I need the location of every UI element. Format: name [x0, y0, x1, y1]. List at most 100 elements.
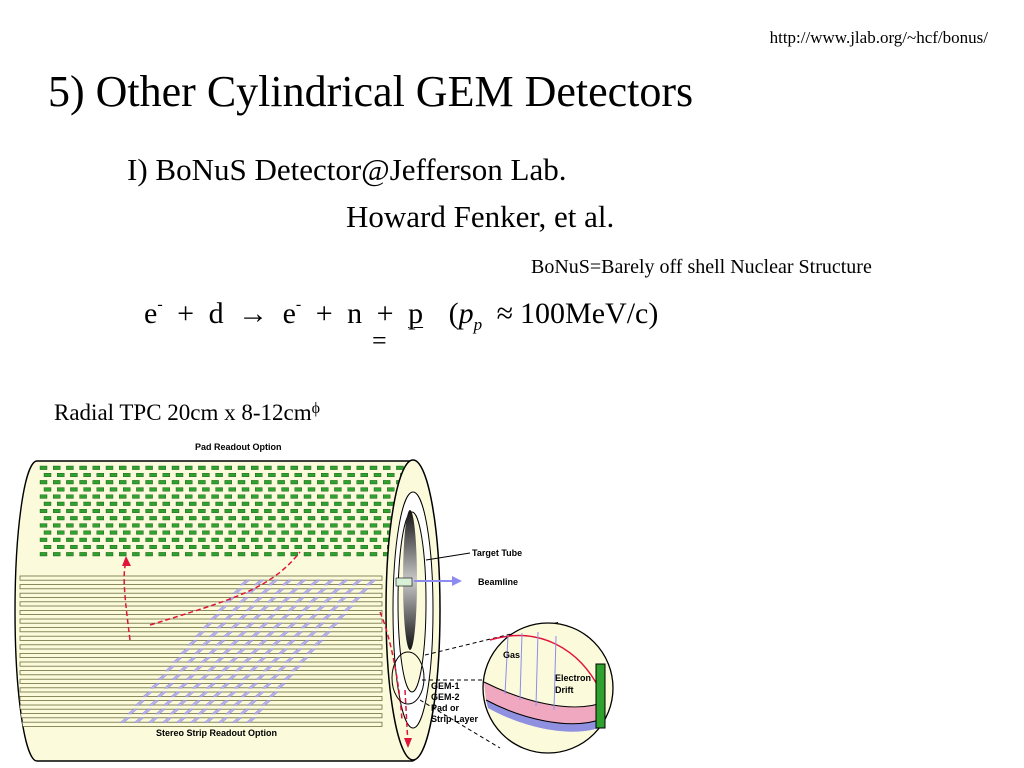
eq-electron-in-charge: - — [157, 296, 163, 313]
pad-cell — [43, 487, 52, 492]
pad-cell — [96, 516, 105, 521]
pad-cell — [241, 530, 250, 535]
pad-cell — [184, 523, 193, 528]
pad-cell — [307, 487, 316, 492]
pad-cell — [132, 465, 140, 470]
stereo-strip-mark — [305, 648, 317, 654]
pad-cell — [224, 480, 233, 485]
stereo-strip-mark — [261, 683, 273, 689]
pad-cell — [66, 552, 74, 557]
pad-cell — [53, 480, 61, 485]
pad-cell — [250, 480, 259, 485]
pad-cell — [360, 501, 368, 506]
pad-cell — [383, 480, 391, 485]
pad-cell — [92, 552, 101, 557]
pad-cell — [70, 501, 78, 506]
pad-cell — [162, 487, 171, 492]
pad-cell — [118, 552, 127, 557]
stereo-strip-mark — [256, 640, 269, 646]
stereo-strip-mark — [259, 588, 272, 594]
pad-cell — [250, 494, 259, 499]
pad-cell — [188, 545, 197, 550]
stereo-strip-mark — [266, 597, 278, 603]
stereo-strip-mark — [244, 605, 257, 611]
pad-cell — [211, 537, 219, 542]
stereo-strip-mark — [212, 674, 225, 680]
tpc-caption: Radial TPC 20cm x 8-12cmϕ — [54, 400, 320, 426]
pad-cell — [237, 537, 246, 542]
stereo-strip-mark — [343, 588, 356, 594]
strip-row — [19, 721, 383, 727]
pad-cell — [264, 480, 272, 485]
pad-cell — [307, 530, 316, 535]
stereo-strip-mark — [206, 665, 218, 672]
pad-cell — [264, 494, 272, 499]
pad-cell — [334, 501, 342, 506]
stereo-strip-mark — [308, 597, 320, 603]
stereo-strip-mark — [267, 579, 279, 586]
pad-cell — [109, 545, 118, 550]
stereo-strip-mark — [186, 640, 199, 646]
pad-cell — [356, 552, 364, 557]
pad-cell — [241, 473, 250, 478]
subtitle-detector: I) BoNuS Detector@Jefferson Lab. — [127, 152, 567, 187]
stereo-strip-mark — [183, 691, 196, 697]
pad-cell — [171, 552, 180, 557]
source-url[interactable]: http://www.jlab.org/~hcf/bonus/ — [769, 28, 988, 47]
pad-cell — [281, 501, 289, 506]
pad-cell — [202, 473, 210, 478]
stereo-strip-mark — [233, 683, 245, 689]
pad-cell — [373, 516, 382, 521]
stereo-strip-mark — [248, 665, 260, 672]
pad-cell — [334, 530, 342, 535]
stereo-strip-mark — [163, 683, 175, 689]
stereo-strip-mark — [230, 605, 243, 611]
pad-cell — [224, 523, 233, 528]
pad-cell — [303, 494, 312, 499]
pad-cell — [290, 537, 298, 542]
stereo-strip-mark — [293, 614, 305, 620]
pad-readout-label: Pad Readout Option — [195, 442, 282, 452]
strip-row — [19, 618, 383, 624]
eq-momentum-symbol: p — [458, 297, 474, 330]
pad-cell — [396, 465, 404, 470]
pad-cell — [149, 501, 157, 506]
pad-cell — [96, 501, 105, 506]
pad-cell — [228, 530, 237, 535]
pad-cell — [387, 487, 395, 492]
pad-cell — [162, 545, 171, 550]
stereo-strip-mark — [342, 605, 355, 611]
pad-cell — [277, 494, 285, 499]
pad-cell — [277, 523, 285, 528]
pad-cell — [215, 473, 223, 478]
pad-cell — [175, 487, 184, 492]
stereo-strip-mark — [267, 691, 280, 697]
pad-cell — [254, 473, 263, 478]
pad-cell — [303, 465, 312, 470]
stereo-strip-mark — [169, 691, 182, 697]
stereo-strip-mark — [190, 700, 202, 706]
pad-cell — [70, 545, 78, 550]
stereo-strip-mark — [309, 579, 321, 586]
stereo-strip-mark — [154, 708, 167, 715]
stereo-strip-mark — [298, 640, 311, 646]
pad-cell — [317, 465, 325, 470]
stereo-strip-mark — [164, 665, 176, 672]
stereo-strip-mark — [351, 579, 363, 586]
acronym-definition: BoNuS=Barely off shell Nuclear Structure — [531, 256, 872, 278]
pad-cell — [290, 494, 298, 499]
pad-cell — [118, 523, 127, 528]
eq-deuteron: d — [208, 297, 224, 330]
pad-cell — [290, 465, 298, 470]
pad-cell — [347, 545, 355, 550]
pad-cell — [109, 530, 118, 535]
stereo-strip-mark — [306, 631, 318, 637]
pad-cell — [241, 501, 250, 506]
stereo-strip-mark — [276, 665, 288, 672]
pad-cell — [188, 516, 197, 521]
pad-cell — [373, 530, 382, 535]
pad-cell — [356, 465, 364, 470]
pad-cell — [57, 487, 65, 492]
stereo-strip-mark — [221, 648, 233, 654]
stereo-strip-mark — [231, 717, 243, 723]
